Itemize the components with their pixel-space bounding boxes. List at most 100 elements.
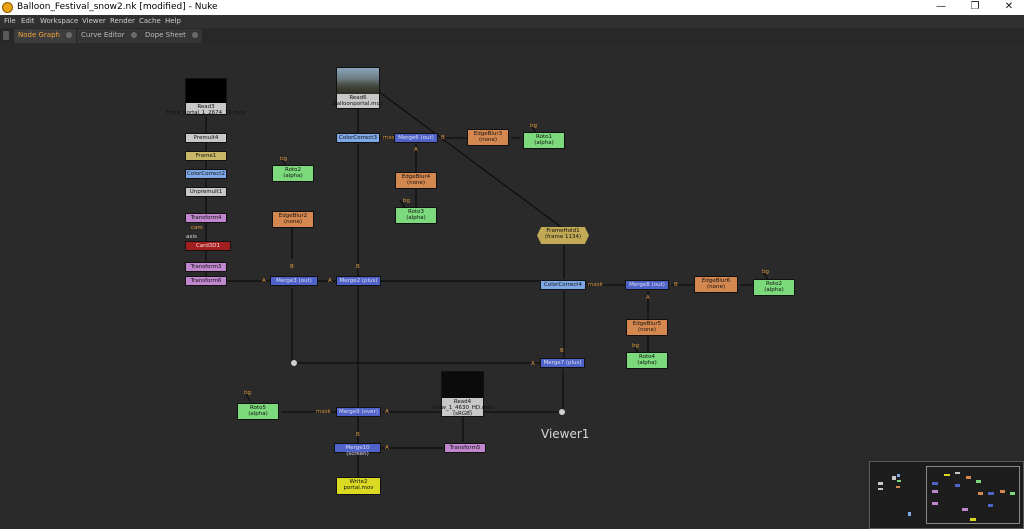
node-sub: (alpha) [534, 140, 554, 146]
pipe-b-label: B [560, 348, 564, 354]
unpremult1-node[interactable]: Unpremult1 [185, 187, 227, 197]
node-label: Merge7 (plus) [543, 360, 582, 366]
merge9-node[interactable]: Merge9 (over) [336, 407, 381, 417]
read3-node[interactable]: Read3 Front_portal_1_2674_1K.mov [166, 78, 246, 116]
roto1-node[interactable]: Roto1(alpha) [523, 132, 565, 149]
read4-node[interactable]: Read4 Snow_1_4630_HD.mov (sRGB) [431, 371, 494, 417]
colorcorrect4-node[interactable]: ColorCorrect4 [540, 280, 586, 290]
node-sub: (none) [406, 180, 425, 186]
node-label: Read4 [453, 399, 472, 405]
node-label: EdgeBlur3 [473, 131, 503, 137]
node-label: Roto2 [766, 281, 782, 287]
read3-thumbnail [186, 79, 226, 103]
menu-viewer[interactable]: Viewer [82, 17, 106, 25]
node-label: Merge3 (out) [276, 278, 312, 284]
maximize-button[interactable]: ❐ [970, 1, 980, 12]
tab-curve-editor[interactable]: Curve Editor [77, 29, 141, 43]
node-graph-minimap[interactable] [869, 461, 1024, 529]
node-sub: (alpha) [283, 173, 303, 179]
node-label: Merge8 (out) [629, 282, 665, 288]
roto4-node[interactable]: Roto4(alpha) [626, 352, 668, 369]
colorcorrect3-node[interactable]: ColorCorrect3 [336, 133, 380, 143]
pipe-b-label: B [674, 282, 678, 288]
roto5-node[interactable]: Roto5(alpha) [237, 403, 279, 420]
edgeblur6-node[interactable]: EdgeBlur6(none) [694, 276, 738, 293]
node-label: Roto5 [250, 405, 266, 411]
colorcorrect2-node[interactable]: ColorCorrect2 [185, 169, 227, 179]
node-label: Roto4 [639, 354, 655, 360]
close-tab-icon[interactable] [65, 32, 72, 38]
node-label: Write2 [349, 479, 368, 485]
menu-workspace[interactable]: Workspace [40, 17, 79, 25]
transform5-node[interactable]: Transform5 [444, 443, 486, 453]
node-sub: (alpha) [637, 360, 657, 366]
menu-help[interactable]: Help [165, 17, 181, 25]
tab-node-graph[interactable]: Node Graph [14, 29, 76, 43]
roto3-node[interactable]: Roto3(alpha) [395, 207, 437, 224]
frame1-node[interactable]: Frame1 [185, 151, 227, 161]
merge8-node[interactable]: Merge8 (out) [625, 280, 669, 290]
read6-thumbnail [337, 68, 379, 94]
node-sub: (alpha) [764, 287, 784, 293]
viewer-dot[interactable] [559, 409, 565, 415]
node-label: ColorCorrect4 [544, 282, 582, 288]
edgeblur4-node[interactable]: EdgeBlur4(none) [395, 172, 437, 189]
pipe-mask-label: mask [316, 409, 331, 415]
pipe-a-label: A [414, 147, 418, 153]
close-tab-icon[interactable] [191, 32, 198, 38]
close-tab-icon[interactable] [130, 32, 137, 38]
merge3-dot[interactable] [291, 360, 297, 366]
tab-label: Node Graph [18, 31, 60, 39]
pipe-b-label: B [356, 264, 360, 270]
transform6-node[interactable]: Transform6 [185, 276, 227, 286]
edgeblur2-node[interactable]: EdgeBlur2(none) [272, 211, 314, 228]
merge3-node[interactable]: Merge3 (out) [270, 276, 318, 286]
roto2-right-node[interactable]: Roto2(alpha) [753, 279, 795, 296]
roto2-node[interactable]: Roto2(alpha) [272, 165, 314, 182]
menu-cache[interactable]: Cache [139, 17, 161, 25]
premult4-node[interactable]: Premult4 [185, 133, 227, 143]
viewer1-node[interactable]: Viewer1 [541, 427, 590, 441]
transform4-node[interactable]: Transform4 [185, 213, 227, 223]
framehold1-node[interactable]: FrameHold1(frame 1134) [537, 227, 589, 244]
node-label: Frame1 [195, 153, 217, 159]
menu-file[interactable]: File [4, 17, 16, 25]
node-sub: (frame 1134) [544, 234, 582, 240]
minimize-button[interactable]: — [936, 1, 946, 12]
pipe-a-label: A [531, 361, 535, 367]
node-label: EdgeBlur2 [278, 213, 308, 219]
menu-edit[interactable]: Edit [21, 17, 35, 25]
card3d1-node[interactable]: Card3D1 [185, 241, 231, 251]
node-label: Roto1 [536, 134, 552, 140]
pipe-a-label: A [646, 295, 650, 301]
node-label: Unpremult1 [189, 189, 223, 195]
transform3-node[interactable]: Transform3 [185, 262, 227, 272]
pipe-b-label: B [290, 264, 294, 270]
node-graph-canvas[interactable]: Read3 Front_portal_1_2674_1K.mov Premult… [3, 43, 1024, 529]
panel-tab-bar: Node Graph Curve Editor Dope Sheet [0, 28, 1024, 43]
tab-dope-sheet[interactable]: Dope Sheet [141, 29, 202, 43]
read6-node[interactable]: Read6 Balloonportal.mov [333, 67, 383, 109]
node-label: Transform3 [190, 264, 222, 270]
merge7-node[interactable]: Merge7 (plus) [540, 358, 585, 368]
close-button[interactable]: ✕ [1004, 1, 1014, 12]
read3-file: Front_portal_1_2674_1K.mov [166, 110, 246, 116]
node-label: Merge10 (screen) [345, 445, 370, 457]
read4-file: Snow_1_4630_HD.mov [431, 405, 494, 411]
edgeblur3-node[interactable]: EdgeBlur3(none) [467, 129, 509, 146]
node-label: EdgeBlur6 [701, 278, 731, 284]
node-label: Read3 [197, 104, 215, 110]
node-label: EdgeBlur5 [632, 321, 662, 327]
minimap-viewport[interactable] [926, 466, 1020, 524]
pipe-a-label: A [385, 445, 389, 451]
node-label: ColorCorrect2 [187, 171, 225, 177]
merge2-node[interactable]: Merge2 (plus) [336, 276, 381, 286]
merge6-node[interactable]: Merge6 (out) [394, 133, 438, 143]
merge10-node[interactable]: Merge10 (screen) [334, 443, 381, 457]
edgeblur5-node[interactable]: EdgeBlur5(none) [626, 319, 668, 336]
panel-handle-icon[interactable] [3, 31, 9, 40]
menu-render[interactable]: Render [110, 17, 135, 25]
pipe-bg-label: bg [403, 198, 410, 204]
node-label: Transform6 [190, 278, 222, 284]
